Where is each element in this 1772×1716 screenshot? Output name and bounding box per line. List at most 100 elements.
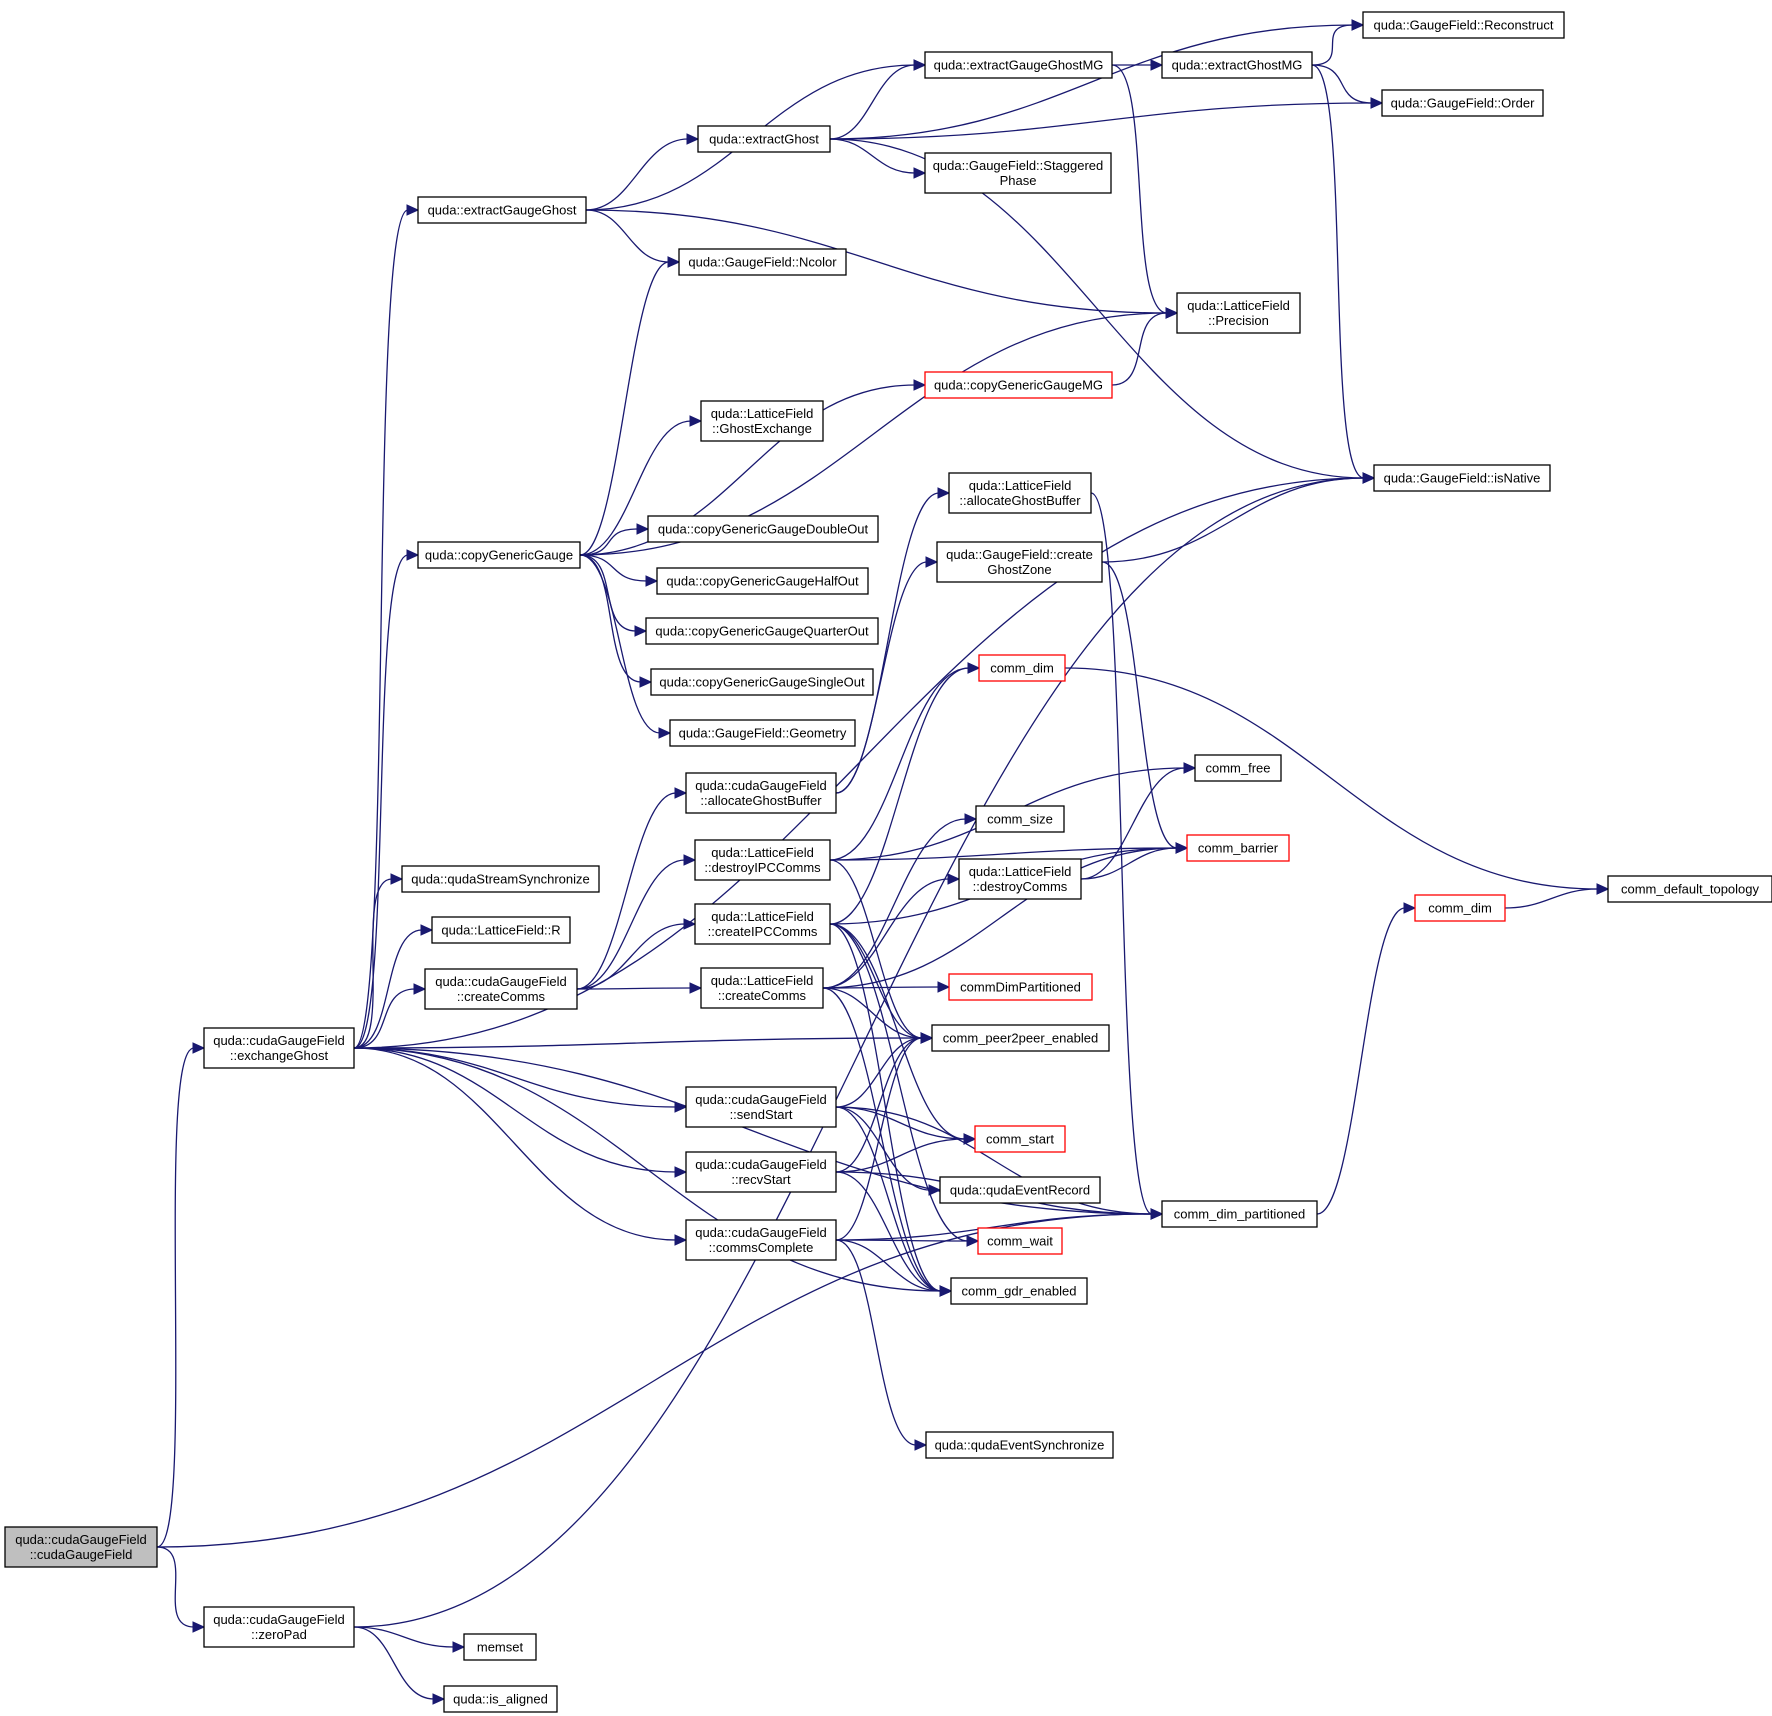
node-comm-gdr-enabled[interactable]: comm_gdr_enabled — [950, 1277, 1088, 1305]
node-box — [975, 805, 1065, 833]
node-box — [401, 865, 600, 893]
node-is-aligned[interactable]: quda::is_aligned — [443, 1685, 558, 1713]
call-edge — [576, 918, 697, 990]
node-gf-order[interactable]: quda::GaugeField::Order — [1381, 89, 1544, 117]
node-label: quda::LatticeField — [969, 864, 1072, 879]
node-box — [650, 668, 874, 696]
node-c-gf-create-comms[interactable]: quda::cudaGaugeField::createComms — [424, 968, 578, 1010]
arrowhead-icon — [639, 676, 653, 688]
node-root[interactable]: quda::cudaGaugeField::cudaGaugeField — [4, 1526, 158, 1568]
node-extract-ghost[interactable]: quda::extractGhost — [697, 125, 831, 153]
node-lf-r[interactable]: quda::LatticeField::R — [431, 916, 571, 944]
node-label: quda::cudaGaugeField — [213, 1033, 345, 1048]
node-comm-dim-red2[interactable]: comm_dim — [1414, 894, 1506, 922]
node-cgg-quarter-out[interactable]: quda::copyGenericGaugeQuarterOut — [645, 617, 879, 645]
node-copy-generic-gauge[interactable]: quda::copyGenericGauge — [417, 541, 581, 569]
edge-line — [353, 1037, 923, 1049]
call-edge — [1080, 762, 1197, 880]
node-c-gf-allocate-ghost-buffer[interactable]: quda::cudaGaugeField::allocateGhostBuffe… — [685, 772, 837, 814]
node-comm-size[interactable]: comm_size — [975, 805, 1065, 833]
node-copy-generic-gauge-mg[interactable]: quda::copyGenericGaugeMG — [924, 371, 1113, 399]
call-edge — [1090, 492, 1164, 1220]
node-comm-barrier[interactable]: comm_barrier — [1186, 834, 1290, 862]
node-label: ::destroyComms — [973, 879, 1068, 894]
node-zero-pad[interactable]: quda::cudaGaugeField::zeroPad — [203, 1606, 355, 1648]
node-comm-default-topology[interactable]: comm_default_topology — [1607, 875, 1772, 903]
arrowhead-icon — [413, 983, 427, 995]
call-edge — [1101, 472, 1376, 563]
node-comm-peer2peer-enabled[interactable]: comm_peer2peer_enabled — [931, 1024, 1110, 1052]
node-gf-ncolor[interactable]: quda::GaugeField::Ncolor — [678, 248, 847, 276]
node-comm-dim-red1[interactable]: comm_dim — [978, 654, 1066, 682]
node-lf-create-ipccomms[interactable]: quda::LatticeField::createIPCComms — [694, 903, 831, 945]
node-box — [678, 248, 847, 276]
node-comm-start[interactable]: comm_start — [974, 1125, 1066, 1153]
call-edge — [835, 1032, 934, 1241]
node-comm-dim-partitioned[interactable]: commDimPartitioned — [948, 973, 1093, 1001]
node-quda-event-record[interactable]: quda::qudaEventRecord — [939, 1176, 1101, 1204]
node-comm-free[interactable]: comm_free — [1194, 754, 1282, 782]
node-box — [1607, 875, 1772, 903]
node-extract-gauge-ghost[interactable]: quda::extractGaugeGhost — [417, 196, 587, 224]
edge-line — [835, 1239, 942, 1292]
node-label: quda::LatticeField — [969, 478, 1072, 493]
edge-line — [585, 209, 670, 263]
node-label: quda::copyGenericGaugeMG — [934, 378, 1103, 393]
arrowhead-icon — [947, 873, 961, 885]
call-edge — [579, 554, 672, 739]
call-edge — [353, 1047, 688, 1178]
node-recv-start[interactable]: quda::cudaGaugeField::recvStart — [685, 1151, 837, 1193]
node-extract-ghost-mg[interactable]: quda::extractGhostMG — [1161, 51, 1313, 79]
edge-line — [579, 554, 642, 683]
node-lf-precision[interactable]: quda::LatticeField::Precision — [1176, 292, 1301, 334]
edge-line — [822, 878, 950, 989]
call-edge — [822, 813, 978, 989]
call-edge — [353, 1626, 446, 1705]
node-comm-wait[interactable]: comm_wait — [977, 1227, 1063, 1255]
node-send-start[interactable]: quda::cudaGaugeField::sendStart — [685, 1086, 837, 1128]
call-edge — [353, 873, 404, 1049]
node-comm-dim-partitioned[interactable]: comm_dim_partitioned — [1161, 1200, 1318, 1228]
edge-line — [1111, 312, 1168, 386]
node-extract-gauge-ghost-mg[interactable]: quda::extractGaugeGhostMG — [924, 51, 1113, 79]
node-lf-destroy-comms[interactable]: quda::LatticeField::destroyComms — [958, 858, 1082, 900]
node-box — [700, 400, 824, 442]
node-exchange-ghost[interactable]: quda::cudaGaugeField::exchangeGhost — [203, 1027, 355, 1069]
call-edge — [585, 133, 700, 211]
node-label: quda::copyGenericGaugeHalfOut — [666, 574, 859, 589]
node-box — [424, 968, 578, 1010]
node-gf-is-native[interactable]: quda::GaugeField::isNative — [1373, 464, 1551, 492]
node-box — [958, 858, 1082, 900]
node-cgg-double-out[interactable]: quda::copyGenericGaugeDoubleOut — [647, 515, 879, 543]
node-ghost-exchange[interactable]: quda::LatticeField::GhostExchange — [700, 400, 824, 442]
arrowhead-icon — [928, 1184, 942, 1196]
node-quda-event-synchronize[interactable]: quda::qudaEventSynchronize — [925, 1431, 1114, 1459]
call-edge — [835, 556, 939, 794]
node-lf-destroy-ipccomms[interactable]: quda::LatticeField::destroyIPCComms — [694, 839, 831, 881]
node-cgg-single-out[interactable]: quda::copyGenericGaugeSingleOut — [650, 668, 874, 696]
node-gf-reconstruct[interactable]: quda::GaugeField::Reconstruct — [1362, 11, 1565, 39]
edge-line — [353, 477, 1365, 1628]
arrowhead-icon — [964, 813, 978, 825]
node-label: quda::copyGenericGaugeSingleOut — [659, 675, 865, 690]
node-label: ::createComms — [718, 988, 807, 1003]
node-quda-stream-synchronize[interactable]: quda::qudaStreamSynchronize — [401, 865, 600, 893]
call-edge — [1064, 667, 1610, 895]
node-lf-create-comms[interactable]: quda::LatticeField::createComms — [700, 967, 824, 1009]
node-gf-geometry[interactable]: quda::GaugeField::Geometry — [669, 719, 856, 747]
arrowhead-icon — [420, 924, 434, 936]
node-memset[interactable]: memset — [463, 1633, 537, 1661]
node-comms-complete[interactable]: quda::cudaGaugeField::commsComplete — [685, 1219, 837, 1261]
node-lf-allocate-ghost-buffer[interactable]: quda::LatticeField::allocateGhostBuffer — [948, 472, 1092, 514]
arrowhead-icon — [937, 487, 951, 499]
node-label: quda::LatticeField — [711, 406, 814, 421]
node-box — [685, 1219, 837, 1261]
arrowhead-icon — [1183, 762, 1197, 774]
edge-line — [1101, 477, 1365, 563]
arrowhead-icon — [636, 523, 650, 535]
node-cgg-half-out[interactable]: quda::copyGenericGaugeHalfOut — [656, 567, 869, 595]
call-edge — [353, 1626, 466, 1653]
call-edge — [829, 859, 934, 1044]
